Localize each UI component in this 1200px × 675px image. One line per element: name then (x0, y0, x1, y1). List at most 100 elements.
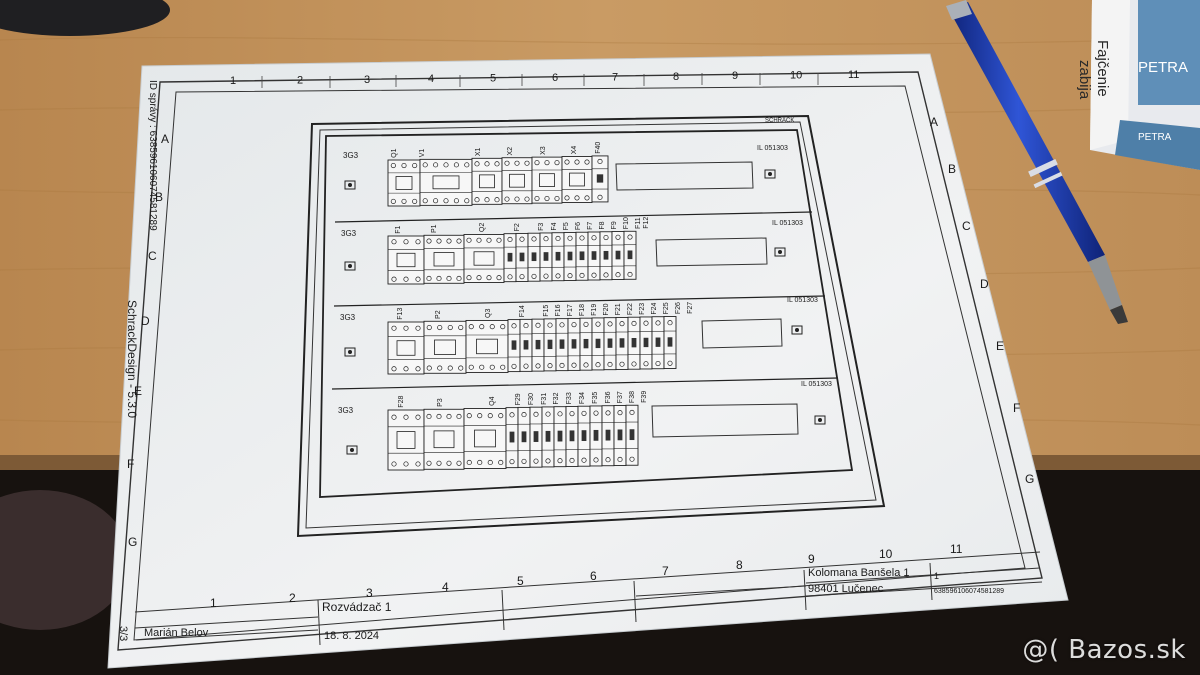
mount-icon (350, 448, 354, 452)
cabinet-brand: SCHRACK (765, 118, 794, 124)
device-label: P3 (437, 398, 444, 407)
left-row-letter: C (148, 249, 157, 263)
din-device (423, 234, 465, 284)
mount-icon (344, 261, 356, 271)
pack-brand-small: PETRA (1138, 132, 1172, 143)
device-label: F10 (623, 217, 630, 229)
drawing-title: Rozvádzač 1 (322, 600, 392, 614)
device-label: F27 (687, 302, 694, 314)
device-label: F19 (591, 304, 598, 316)
din-device (531, 156, 563, 204)
mount-icon (774, 247, 786, 257)
bottom-column-number: 3 (366, 586, 373, 600)
mount-icon (778, 250, 782, 254)
din-device (579, 317, 593, 371)
left-row-letter: B (155, 190, 163, 204)
device-label: F38 (629, 391, 636, 403)
bottom-column-number: 9 (808, 552, 815, 566)
left-row-letter: A (161, 132, 169, 146)
din-device (615, 316, 629, 370)
top-column-number: 9 (732, 70, 738, 82)
side-page-fraction: 3/3 (117, 626, 129, 641)
device-label: F4 (551, 222, 558, 230)
author-name: Marián Belov (144, 627, 209, 639)
top-column-number: 2 (297, 74, 303, 86)
pack-brand: PETRA (1138, 59, 1188, 76)
site-watermark: @( Bazos.sk (1022, 635, 1186, 665)
cigarette-pack (1090, 0, 1200, 170)
device-label: F12 (643, 217, 650, 229)
top-column-number: 8 (673, 71, 679, 83)
device-label: F17 (567, 304, 574, 316)
left-row-letter: D (141, 314, 150, 328)
right-row-letter: B (948, 162, 956, 176)
sheet-number: 1 (934, 571, 939, 581)
device-label: F8 (599, 221, 606, 229)
right-row-letter: G (1025, 472, 1034, 486)
row-reference: IL 051303 (757, 145, 788, 152)
row-code: 3G3 (340, 313, 356, 322)
din-device (589, 405, 603, 467)
device-label: F14 (519, 305, 526, 317)
row-code: 3G3 (343, 151, 359, 160)
device-label: F16 (555, 304, 562, 316)
left-row-letter: G (128, 535, 137, 549)
din-device (471, 157, 503, 205)
din-device (463, 408, 507, 469)
device-label: Q1 (391, 148, 398, 157)
device-label: F35 (592, 392, 599, 404)
device-label: F26 (675, 302, 682, 314)
bottom-column-number: 6 (590, 569, 597, 583)
device-label: F9 (611, 221, 618, 229)
din-device (663, 316, 677, 369)
pack-warning-2: zabija (1076, 60, 1093, 100)
din-device (561, 156, 593, 203)
device-label: F37 (617, 391, 624, 403)
dark-object (0, 0, 170, 36)
din-device (627, 316, 641, 370)
device-label: V1 (419, 149, 426, 158)
device-label: F3 (538, 223, 545, 231)
row-code: 3G3 (341, 229, 357, 238)
din-device (505, 407, 519, 469)
mount-icon (814, 415, 826, 425)
bottom-column-number: 7 (662, 564, 669, 578)
din-device (463, 234, 505, 283)
bottom-column-number: 8 (736, 558, 743, 572)
din-device (591, 317, 605, 371)
right-row-letter: C (962, 219, 971, 233)
device-label: F7 (587, 222, 594, 230)
din-device (623, 230, 637, 280)
din-device (611, 231, 625, 280)
document-id: 63859610607458128‌9 (934, 588, 1004, 595)
device-label: F18 (579, 304, 586, 316)
device-label: F22 (627, 303, 634, 315)
device-label: P1 (431, 224, 438, 233)
device-label: X3 (540, 146, 547, 155)
din-device (423, 408, 465, 470)
right-row-letter: A (930, 115, 938, 129)
din-device (387, 159, 421, 207)
bottom-column-number: 2 (289, 591, 296, 605)
device-label: F33 (566, 392, 573, 404)
din-device (625, 404, 639, 466)
din-device (419, 158, 473, 206)
bottom-column-number: 4 (442, 580, 449, 594)
address-line-2: 98401 Lučenec (808, 583, 884, 595)
din-device (387, 235, 425, 285)
din-device (587, 231, 601, 281)
device-label: F5 (563, 222, 570, 230)
mount-icon (818, 418, 822, 422)
mount-icon (764, 169, 776, 179)
din-device (651, 316, 665, 370)
din-device (639, 316, 653, 370)
device-label: F21 (615, 303, 622, 315)
side-software: SchrackDesign - 5.3.0 (125, 300, 139, 418)
device-label: F29 (515, 393, 522, 405)
din-device (543, 318, 557, 372)
din-device (519, 318, 533, 372)
din-device (567, 317, 581, 371)
